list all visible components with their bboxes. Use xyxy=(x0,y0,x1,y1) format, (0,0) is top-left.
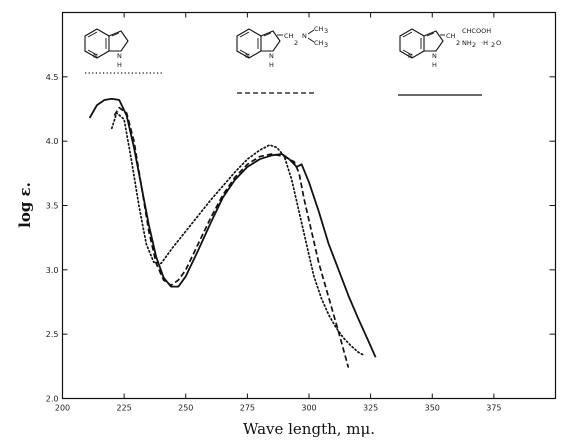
x-tick-labels: 200 225 250 275 300 325 350 375 xyxy=(55,404,502,413)
structure-2-atom: N xyxy=(302,32,307,40)
structure-2-group: CH xyxy=(284,32,294,40)
y-tick-label: 3.0 xyxy=(46,266,59,275)
structure-3-atom: H xyxy=(432,61,437,69)
structure-3-group: CH xyxy=(446,32,456,40)
series-line-solid xyxy=(88,97,377,358)
structure-2-subscript: 3 xyxy=(324,41,328,49)
structure-2-atom: N xyxy=(269,52,274,60)
y-tick-label: 2.0 xyxy=(46,395,59,404)
x-tick-label: 275 xyxy=(240,404,255,413)
x-tick-label: 375 xyxy=(486,404,501,413)
x-tick-label: 300 xyxy=(301,404,316,413)
structure-3-subscript: 2 xyxy=(472,41,476,49)
structure-key-dashed: N N H CH 2 N CH 3 CH 3 xyxy=(236,25,328,94)
x-tick-label: 350 xyxy=(425,404,440,413)
structure-2-group: CH xyxy=(314,25,324,33)
axis-ticks xyxy=(62,12,556,399)
structure-1-atom: N xyxy=(117,52,122,60)
x-tick-label: 200 xyxy=(55,404,70,413)
structure-2-subscript: 2 xyxy=(294,39,298,47)
structure-3-subscript: 2 xyxy=(491,41,495,49)
y-tick-label: 3.5 xyxy=(46,202,59,211)
structure-3-atom: N xyxy=(432,52,437,60)
y-tick-labels: 2.0 2.5 3.0 3.5 4.0 4.5 xyxy=(46,73,59,404)
x-tick-label: 225 xyxy=(116,404,131,413)
x-tick-label: 250 xyxy=(178,404,193,413)
structure-2-atom: H xyxy=(269,61,274,69)
structure-1-atom: N xyxy=(93,52,98,60)
structure-3-subscript: 2 xyxy=(456,39,460,47)
x-tick-label: 325 xyxy=(363,404,378,413)
y-tick-label: 2.5 xyxy=(46,330,59,339)
structure-2-atom: N xyxy=(245,52,250,60)
y-tick-label: 4.0 xyxy=(46,137,59,146)
structure-key-solid: N N H CH 2 CHCOOH NH 2 ·H 2 O xyxy=(398,27,501,96)
structure-3-atom: N xyxy=(408,52,413,60)
structure-3-group: CHCOOH xyxy=(462,27,491,35)
series-line-dotted xyxy=(110,112,365,356)
structure-3-group: NH xyxy=(462,39,472,47)
structure-2-group: CH xyxy=(314,39,324,47)
structure-key-dotted: N N H xyxy=(84,28,162,74)
series-lines xyxy=(88,97,377,368)
structure-1-atom: H xyxy=(117,61,122,69)
structure-3-group: ·H xyxy=(481,39,488,47)
y-axis-label: log ε. xyxy=(16,182,34,228)
x-axis-label: Wave length, mμ. xyxy=(243,420,375,438)
y-tick-label: 4.5 xyxy=(46,73,59,82)
structure-3-group: O xyxy=(496,39,501,47)
structure-2-subscript: 3 xyxy=(324,27,328,35)
